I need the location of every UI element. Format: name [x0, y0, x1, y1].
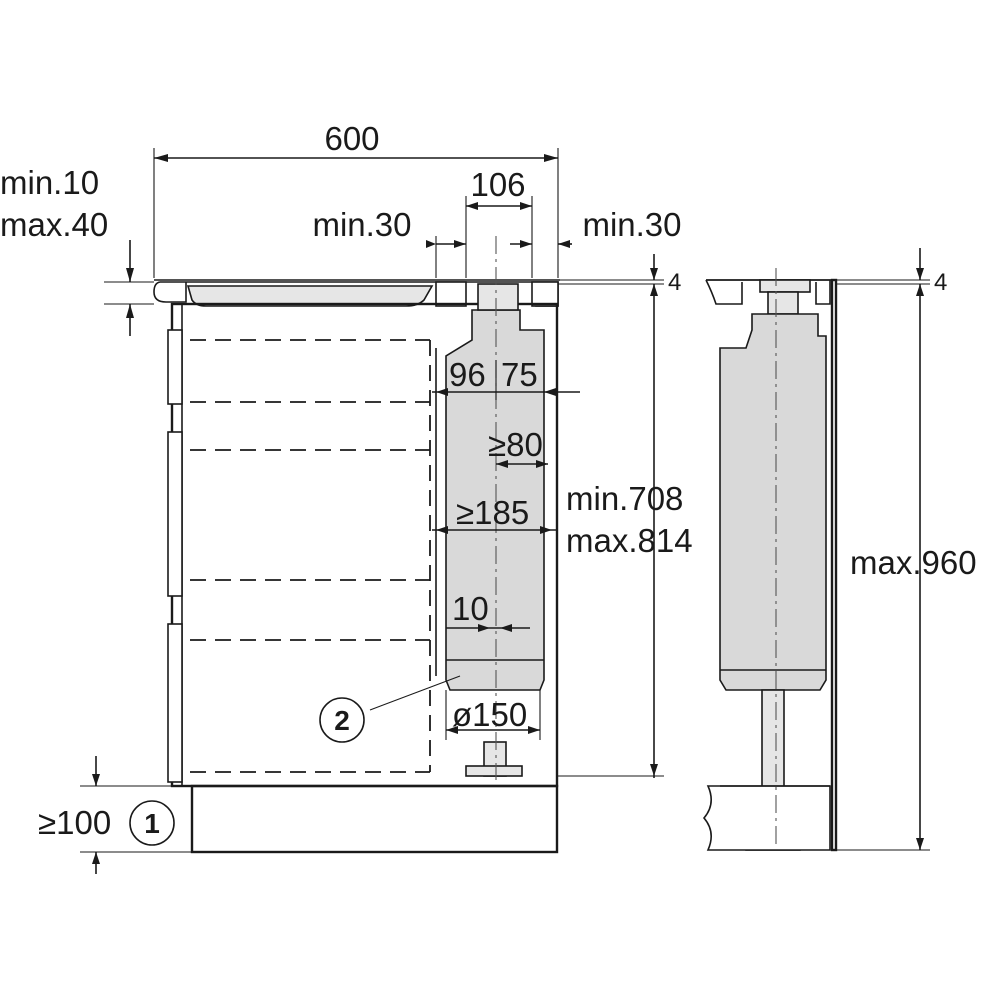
hob-recess: [186, 285, 434, 307]
callout-circle: [319, 697, 365, 743]
side-view: [702, 268, 838, 852]
label-max40: max.40: [0, 206, 108, 243]
callout-number: 1: [144, 808, 160, 839]
label-min10: min.10: [0, 164, 99, 201]
callout-2: 2: [319, 697, 365, 743]
label-4-right: 4: [934, 269, 947, 296]
dimension-lines: [80, 148, 930, 874]
worktop-block-right: [531, 281, 559, 307]
plinth: [190, 784, 559, 854]
side-floor: [702, 785, 831, 851]
drawer-front-2: [167, 431, 183, 597]
label-10: 10: [452, 590, 489, 627]
callout-1: 1: [129, 800, 175, 846]
label-600: 600: [324, 120, 379, 157]
label-min30-right: min.30: [582, 206, 681, 243]
side-duct-fitting: [767, 291, 799, 315]
label-min30-left: min.30: [312, 206, 411, 243]
drawer-front-1: [167, 329, 183, 405]
front-view: [153, 236, 560, 854]
outlet-flange: [465, 765, 523, 777]
duct-top-fitting: [477, 283, 519, 311]
dimension-labels: 600 min.10 max.40 106 min.30 min.30 4 4 …: [0, 120, 977, 841]
label-106: 106: [470, 166, 525, 203]
label-ge100: ≥100: [38, 804, 111, 841]
label-ge185: ≥185: [456, 494, 529, 531]
callout-circle: [129, 800, 175, 846]
label-4-left: 4: [668, 269, 681, 296]
label-dia150: ø150: [452, 696, 527, 733]
side-duct-body: [719, 313, 827, 691]
label-75: 75: [501, 356, 538, 393]
side-back-wall: [830, 278, 838, 852]
label-ge80: ≥80: [488, 426, 543, 463]
label-96: 96: [449, 356, 486, 393]
drawer-front-3: [167, 623, 183, 783]
label-max814: max.814: [566, 522, 693, 559]
label-max960: max.960: [850, 544, 977, 581]
callout-number: 2: [334, 705, 350, 736]
side-hob-cap: [759, 279, 811, 293]
label-min708: min.708: [566, 480, 683, 517]
worktop-block-left: [435, 281, 467, 307]
